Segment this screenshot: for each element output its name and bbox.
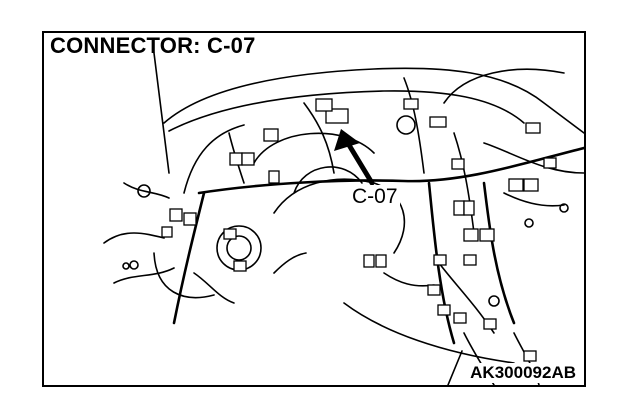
dashboard-outline: [163, 67, 584, 134]
pointer-arrow: [346, 142, 375, 186]
diagram-title: CONNECTOR: C-07: [50, 33, 256, 58]
glovebox-outline: [343, 302, 515, 364]
reference-code: AK300092AB: [468, 363, 578, 383]
cluster-hood: [253, 132, 375, 164]
wiring-harness-illustration: [103, 52, 584, 385]
arrow-head: [334, 129, 360, 151]
connector-callout-label: C-07: [350, 185, 400, 209]
connector-c07: [325, 108, 349, 124]
diagram-frame: CONNECTOR: C-07 C-07 AK300092AB: [42, 31, 586, 387]
main-harness: [197, 146, 584, 195]
